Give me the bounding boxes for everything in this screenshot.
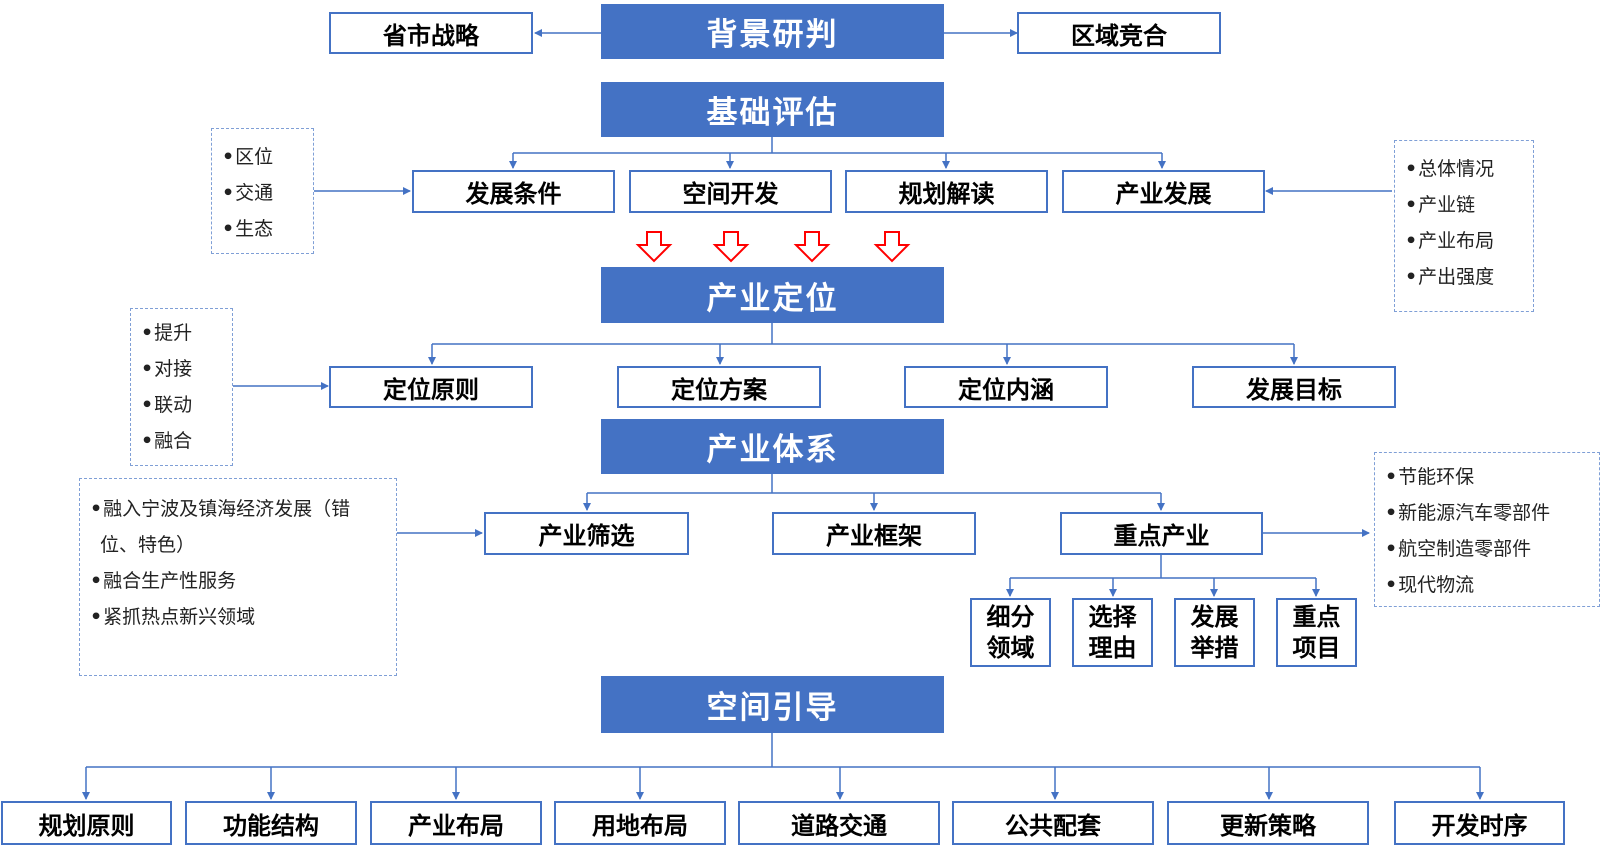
down-arrow-icon (712, 231, 750, 263)
note-item: •生态 (222, 218, 274, 240)
system-item: 产业框架 (772, 512, 976, 555)
note-item: •融合生产性服务 (90, 570, 237, 592)
note-item: •总体情况 (1405, 158, 1495, 180)
positioning-item: 定位原则 (329, 366, 533, 408)
spatial-item: 公共配套 (952, 801, 1154, 845)
spatial-item: 功能结构 (185, 801, 357, 845)
positioning-item: 发展目标 (1192, 366, 1396, 408)
foundation-item: 规划解读 (845, 170, 1048, 213)
key-industry-subitem: 发展举措 (1174, 598, 1255, 667)
provincial-strategy-box: 省市战略 (329, 12, 533, 54)
note-item: •现代物流 (1385, 574, 1475, 596)
spatial-item: 产业布局 (370, 801, 542, 845)
system-item: 产业筛选 (484, 512, 689, 555)
note-item: •联动 (141, 394, 193, 416)
regional-competition-box: 区域竞合 (1017, 12, 1221, 54)
foundation-item: 发展条件 (412, 170, 615, 213)
note-item: •节能环保 (1385, 466, 1475, 488)
note-item: •产业布局 (1405, 230, 1495, 252)
key-industry-subitem: 选择理由 (1072, 598, 1153, 667)
note-item: •对接 (141, 358, 193, 380)
spatial-item: 道路交通 (738, 801, 940, 845)
principles-note: •提升 •对接 •联动 •融合 (130, 308, 233, 466)
key-industry-subitem: 重点项目 (1276, 598, 1357, 667)
spatial-item: 更新策略 (1167, 801, 1369, 845)
note-item: •产出强度 (1405, 266, 1495, 288)
foundation-item: 空间开发 (629, 170, 832, 213)
spatial-guidance-header: 空间引导 (601, 676, 944, 733)
spatial-item: 开发时序 (1394, 801, 1565, 845)
note-item: •融合 (141, 430, 193, 452)
note-item: •融入宁波及镇海经济发展（错位、特色） (90, 498, 351, 556)
note-item: •交通 (222, 182, 274, 204)
key-industry-subitem: 细分领域 (970, 598, 1051, 667)
note-item: •产业链 (1405, 194, 1476, 216)
background-analysis-header: 背景研判 (601, 4, 944, 59)
down-arrow-icon (635, 231, 673, 263)
industry-system-header: 产业体系 (601, 419, 944, 474)
spatial-item: 用地布局 (554, 801, 726, 845)
note-item: •区位 (222, 146, 274, 168)
foundation-assessment-header: 基础评估 (601, 82, 944, 137)
note-item: •紧抓热点新兴领域 (90, 606, 256, 628)
note-item: •航空制造零部件 (1385, 538, 1532, 560)
industry-note: •总体情况 •产业链 •产业布局 •产出强度 (1394, 140, 1534, 312)
note-item: •新能源汽车零部件 (1385, 502, 1551, 524)
industry-positioning-header: 产业定位 (601, 267, 944, 323)
note-item: •提升 (141, 322, 193, 344)
spatial-item: 规划原则 (1, 801, 172, 845)
down-arrow-icon (793, 231, 831, 263)
positioning-item: 定位方案 (617, 366, 821, 408)
conditions-note: •区位 •交通 •生态 (211, 128, 314, 254)
down-arrow-icon (873, 231, 911, 263)
positioning-item: 定位内涵 (904, 366, 1108, 408)
system-item: 重点产业 (1060, 512, 1263, 555)
foundation-item: 产业发展 (1062, 170, 1265, 213)
key-industries-note: •节能环保 •新能源汽车零部件 •航空制造零部件 •现代物流 (1374, 452, 1600, 607)
screening-note: •融入宁波及镇海经济发展（错位、特色） •融合生产性服务 •紧抓热点新兴领域 (79, 478, 397, 676)
